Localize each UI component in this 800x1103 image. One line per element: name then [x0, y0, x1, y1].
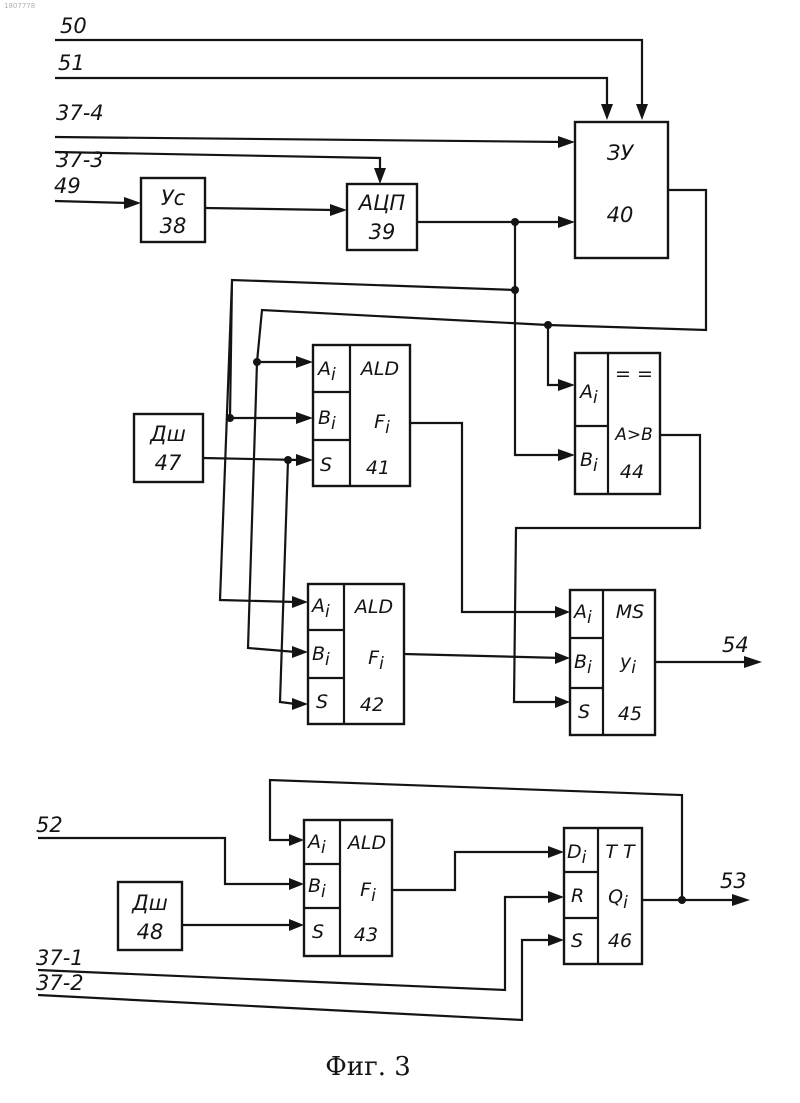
signal-label-50: 50: [60, 14, 87, 38]
block-number: 44: [620, 461, 644, 483]
block-amplifier-38: Ус 38: [141, 178, 205, 242]
arrowhead: [555, 652, 570, 664]
arrowhead: [374, 168, 386, 184]
arrowhead: [548, 934, 564, 946]
arrowhead: [124, 197, 141, 209]
pin-label: S: [312, 921, 324, 943]
block-name: Дш: [131, 891, 168, 915]
arrowhead: [601, 104, 613, 120]
wire-42-45b: [404, 654, 562, 658]
signal-label-37-4: 37-4: [56, 101, 104, 125]
document-number: 1807778: [4, 2, 35, 10]
signal-label-49: 49: [54, 174, 81, 198]
wire-51: [55, 78, 607, 110]
arrowhead: [732, 894, 750, 906]
block-function: T T: [605, 841, 636, 863]
wire-41-45a: [410, 423, 562, 612]
block-number: 39: [369, 220, 396, 244]
block-number: 40: [607, 203, 634, 227]
block-ald-42: Ai Bi S ALD Fi 42: [308, 584, 404, 724]
block-name: АЦП: [357, 191, 406, 215]
arrowhead: [330, 204, 347, 216]
pin-label: S: [316, 691, 328, 713]
block-comparator-44: Ai Bi = = A>B 44: [575, 353, 660, 494]
arrowhead: [292, 596, 308, 608]
signal-label-51: 51: [58, 51, 85, 75]
block-number: 38: [160, 214, 187, 238]
arrowhead: [548, 891, 564, 903]
arrowhead: [289, 878, 304, 890]
block-number: 41: [366, 457, 390, 479]
block-ald-43: Ai Bi S ALD Fi 43: [304, 820, 392, 956]
block-number: 47: [155, 451, 182, 475]
block-number: 43: [354, 924, 378, 946]
pin-label: S: [320, 454, 332, 476]
arrowhead: [296, 356, 313, 368]
block-decoder-47: Дш 47: [134, 414, 203, 482]
block-name: Ус: [161, 186, 186, 210]
figure-caption: Фиг. 3: [325, 1052, 411, 1082]
wire-50: [55, 40, 642, 110]
block-multiplexer-45: Ai Bi S MS yi 45: [570, 590, 655, 735]
arrowhead: [555, 606, 570, 618]
arrowhead: [289, 834, 304, 846]
arrowhead: [296, 454, 313, 466]
signal-label-37-3: 37-3: [56, 148, 104, 172]
wire-43-46d: [392, 852, 552, 890]
junction-dot: [284, 456, 292, 464]
wire-37-3: [55, 152, 380, 174]
block-number: 48: [137, 920, 164, 944]
wire-37-4: [55, 137, 565, 142]
wire-37-1: [38, 897, 552, 990]
block-function: ALD: [359, 358, 399, 380]
arrowhead: [555, 696, 570, 708]
output-label-54: 54: [722, 633, 749, 657]
signal-label-37-1: 37-1: [36, 946, 84, 970]
pin-label: S: [571, 930, 583, 952]
block-ald-41: Ai Bi S ALD Fi 41: [313, 345, 410, 486]
block-number: 45: [618, 703, 642, 725]
arrowhead: [744, 656, 762, 668]
output-label-53: 53: [720, 869, 747, 893]
block-trigger-46: Di R S T T Qi 46: [564, 828, 642, 964]
pin-label: S: [578, 701, 590, 723]
block-adc-39: АЦП 39: [347, 184, 417, 250]
junction-dot: [226, 414, 234, 422]
arrowhead: [292, 646, 308, 658]
block-output: A>B: [614, 425, 653, 445]
junction-dot: [253, 358, 261, 366]
arrowhead: [292, 698, 308, 710]
block-number: 42: [360, 694, 384, 716]
junction-dot: [678, 896, 686, 904]
arrowhead: [296, 412, 313, 424]
wire-47-s: [203, 458, 300, 704]
block-function: ALD: [346, 832, 386, 854]
arrowhead: [558, 379, 575, 391]
junction-dot: [544, 321, 552, 329]
arrowhead: [558, 136, 575, 148]
block-decoder-48: Дш 48: [118, 882, 182, 950]
block-name: Дш: [149, 422, 186, 446]
block-number: 46: [608, 930, 632, 952]
wire-38-39: [205, 208, 333, 210]
junction-dot: [511, 218, 519, 226]
signal-label-52: 52: [36, 813, 63, 837]
block-function: MS: [616, 601, 644, 623]
wire-49: [55, 201, 128, 203]
arrowhead: [636, 104, 648, 120]
wire-52: [38, 838, 292, 884]
signal-label-37-2: 37-2: [36, 971, 84, 995]
block-name: ЗУ: [607, 141, 634, 165]
junction-dot: [511, 286, 519, 294]
arrowhead: [558, 216, 575, 228]
block-function: ALD: [353, 596, 393, 618]
arrowhead: [548, 846, 564, 858]
pin-label: R: [571, 885, 584, 907]
block-function: = =: [615, 363, 653, 385]
wire-adc-bus: [515, 222, 560, 455]
block-memory-40: ЗУ 40: [575, 122, 668, 258]
arrowhead: [558, 449, 575, 461]
arrowhead: [289, 919, 304, 931]
